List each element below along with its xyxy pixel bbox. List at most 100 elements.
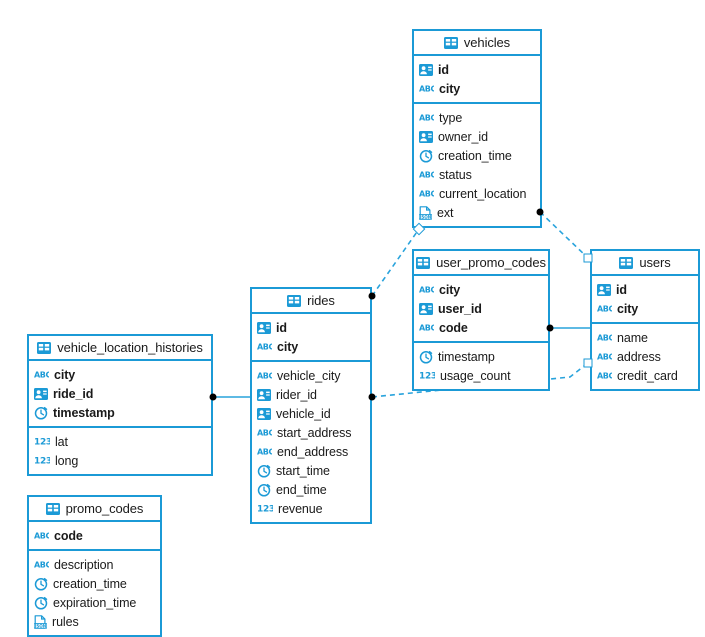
columns-section: ABC vehicle_city rider_id vehicle_id ABC… bbox=[252, 362, 370, 522]
table-node-promo_codes[interactable]: promo_codes ABC code ABC description cre… bbox=[27, 495, 162, 637]
primary-key-section: id ABC city bbox=[592, 276, 698, 324]
column-row[interactable]: ABC type bbox=[414, 108, 540, 127]
column-row[interactable]: ABC end_address bbox=[252, 442, 370, 461]
primary-key-section: id ABC city bbox=[252, 314, 370, 362]
columns-section: timestamp 123 usage_count bbox=[414, 343, 548, 389]
edge-source-dot-marker bbox=[536, 208, 544, 216]
column-name: city bbox=[439, 81, 461, 96]
svg-text:ABC: ABC bbox=[257, 428, 272, 437]
column-row[interactable]: JSON rules bbox=[29, 612, 160, 631]
abc-text-icon: ABC bbox=[419, 322, 434, 333]
id-badge-icon bbox=[257, 407, 271, 420]
column-row[interactable]: ABC city bbox=[592, 299, 698, 318]
column-row[interactable]: id bbox=[414, 60, 540, 79]
column-row[interactable]: ABC start_address bbox=[252, 423, 370, 442]
table-title: vehicle_location_histories bbox=[57, 340, 203, 355]
clock-icon bbox=[34, 596, 48, 610]
edge-source-dot-marker bbox=[368, 292, 376, 300]
column-row[interactable]: expiration_time bbox=[29, 593, 160, 612]
column-row[interactable]: timestamp bbox=[29, 403, 211, 422]
column-row[interactable]: ABC name bbox=[592, 328, 698, 347]
column-row[interactable]: ABC code bbox=[414, 318, 548, 337]
column-name: code bbox=[439, 320, 468, 335]
column-row[interactable]: ABC city bbox=[414, 280, 548, 299]
column-row[interactable]: start_time bbox=[252, 461, 370, 480]
column-row[interactable]: ABC city bbox=[29, 365, 211, 384]
column-row[interactable]: ABC status bbox=[414, 165, 540, 184]
number-123-icon: 123 bbox=[419, 370, 435, 381]
column-row[interactable]: 123 usage_count bbox=[414, 366, 548, 385]
column-name: creation_time bbox=[53, 576, 127, 591]
svg-text:ABC: ABC bbox=[419, 189, 434, 198]
column-row[interactable]: vehicle_id bbox=[252, 404, 370, 423]
column-row[interactable]: rider_id bbox=[252, 385, 370, 404]
column-name: city bbox=[54, 367, 76, 382]
column-row[interactable]: ABC vehicle_city bbox=[252, 366, 370, 385]
table-header[interactable]: user_promo_codes bbox=[414, 251, 548, 276]
columns-section: ABC type owner_id creation_time ABC stat… bbox=[414, 104, 540, 226]
table-grid-icon bbox=[416, 256, 431, 269]
column-name: id bbox=[276, 320, 287, 335]
column-name: id bbox=[616, 282, 627, 297]
column-row[interactable]: 123 lat bbox=[29, 432, 211, 451]
column-row[interactable]: ABC city bbox=[252, 337, 370, 356]
abc-text-icon: ABC bbox=[419, 112, 434, 123]
column-row[interactable]: user_id bbox=[414, 299, 548, 318]
id-badge-icon bbox=[597, 283, 611, 296]
table-header[interactable]: rides bbox=[252, 289, 370, 314]
column-row[interactable]: id bbox=[252, 318, 370, 337]
abc-text-icon: ABC bbox=[34, 530, 49, 541]
table-node-rides[interactable]: rides id ABC city ABC vehicle_city rider… bbox=[250, 287, 372, 524]
abc-text-icon: ABC bbox=[34, 369, 49, 380]
column-row[interactable]: JSON ext bbox=[414, 203, 540, 222]
table-header[interactable]: vehicles bbox=[414, 31, 540, 56]
table-node-users[interactable]: users id ABC city ABC name ABC address A… bbox=[590, 249, 700, 391]
svg-text:ABC: ABC bbox=[419, 285, 434, 294]
table-header[interactable]: promo_codes bbox=[29, 497, 160, 522]
column-row[interactable]: end_time bbox=[252, 480, 370, 499]
table-header[interactable]: vehicle_location_histories bbox=[29, 336, 211, 361]
column-row[interactable]: ABC current_location bbox=[414, 184, 540, 203]
svg-text:ABC: ABC bbox=[419, 113, 434, 122]
column-name: timestamp bbox=[53, 405, 115, 420]
column-name: lat bbox=[55, 434, 68, 449]
json-doc-icon: JSON bbox=[419, 205, 432, 220]
column-row[interactable]: timestamp bbox=[414, 347, 548, 366]
column-name: long bbox=[55, 453, 79, 468]
column-row[interactable]: ABC city bbox=[414, 79, 540, 98]
column-name: revenue bbox=[278, 501, 323, 516]
column-row[interactable]: ride_id bbox=[29, 384, 211, 403]
abc-text-icon: ABC bbox=[597, 351, 612, 362]
clock-icon bbox=[257, 464, 271, 478]
column-row[interactable]: ABC credit_card bbox=[592, 366, 698, 385]
table-node-user_promo_codes[interactable]: user_promo_codes ABC city user_id ABC co… bbox=[412, 249, 550, 391]
table-header[interactable]: users bbox=[592, 251, 698, 276]
column-name: vehicle_city bbox=[277, 368, 341, 383]
svg-text:JSON: JSON bbox=[419, 214, 432, 219]
column-row[interactable]: creation_time bbox=[29, 574, 160, 593]
clock-icon bbox=[34, 406, 48, 420]
primary-key-section: ABC city user_id ABC code bbox=[414, 276, 548, 343]
abc-text-icon: ABC bbox=[597, 303, 612, 314]
table-node-vehicles[interactable]: vehicles id ABC city ABC type owner_id c… bbox=[412, 29, 542, 228]
table-grid-icon bbox=[619, 256, 634, 269]
column-name: current_location bbox=[439, 186, 527, 201]
table-node-vehicle_location_histories[interactable]: vehicle_location_histories ABC city ride… bbox=[27, 334, 213, 476]
column-row[interactable]: ABC address bbox=[592, 347, 698, 366]
column-row[interactable]: ABC code bbox=[29, 526, 160, 545]
column-row[interactable]: id bbox=[592, 280, 698, 299]
column-name: start_time bbox=[276, 463, 330, 478]
svg-text:ABC: ABC bbox=[597, 304, 612, 313]
column-row[interactable]: creation_time bbox=[414, 146, 540, 165]
column-name: city bbox=[617, 301, 639, 316]
column-row[interactable]: 123 long bbox=[29, 451, 211, 470]
column-name: rules bbox=[52, 614, 79, 629]
column-row[interactable]: 123 revenue bbox=[252, 499, 370, 518]
svg-text:ABC: ABC bbox=[34, 370, 49, 379]
abc-text-icon: ABC bbox=[597, 332, 612, 343]
column-row[interactable]: ABC description bbox=[29, 555, 160, 574]
primary-key-section: ABC city ride_id timestamp bbox=[29, 361, 211, 428]
edge-source-dot-marker bbox=[368, 393, 376, 401]
svg-text:ABC: ABC bbox=[34, 560, 49, 569]
column-row[interactable]: owner_id bbox=[414, 127, 540, 146]
